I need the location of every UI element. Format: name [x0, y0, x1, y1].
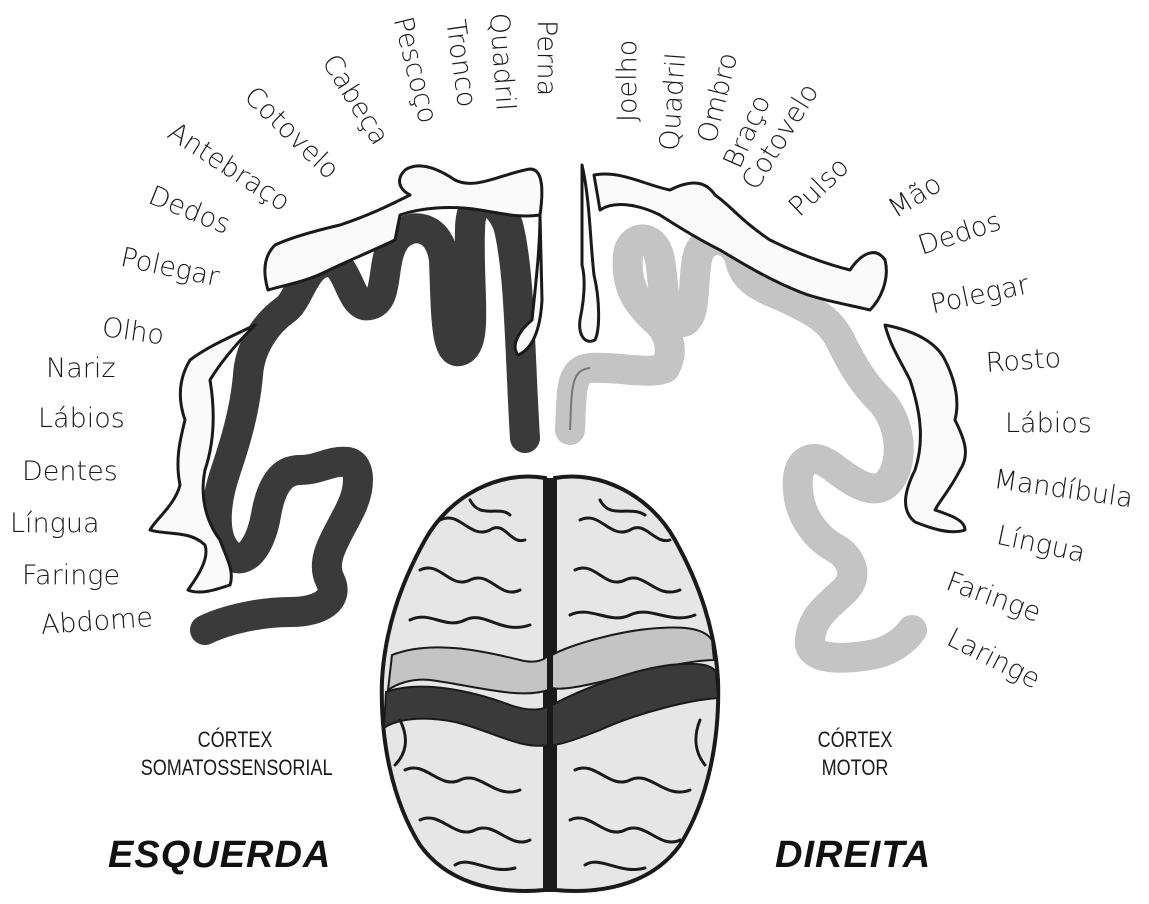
- motor-title-line-2: MOTOR: [802, 754, 909, 782]
- left-label-quadril: Quadril: [485, 12, 519, 112]
- motor-cortex-title: CÓRTEX MOTOR: [802, 726, 909, 781]
- left-label-olho: Olho: [100, 314, 166, 349]
- brain-top-view: [382, 477, 718, 892]
- left-label-labios: Lábios: [38, 405, 125, 432]
- motor-title-line-1: CÓRTEX: [802, 726, 909, 754]
- right-label-rosto: Rosto: [985, 345, 1062, 377]
- right-label-joelho: Joelho: [614, 40, 641, 122]
- right-label-labios: Lábios: [1005, 410, 1092, 437]
- right-label-quadril: Quadril: [656, 52, 690, 152]
- left-label-abdome: Abdome: [40, 604, 154, 639]
- somatosensory-title-line-2: SOMATOSSENSORIAL: [141, 754, 330, 782]
- left-side-label: ESQUERDA: [108, 834, 331, 877]
- left-label-faringe: Faringe: [22, 562, 120, 589]
- right-side-label: DIREITA: [775, 834, 931, 877]
- left-label-dentes: Dentes: [22, 458, 118, 485]
- left-label-perna: Perna: [533, 20, 560, 96]
- somatosensory-title-line-1: CÓRTEX: [141, 726, 330, 754]
- left-label-nariz: Nariz: [46, 355, 116, 382]
- left-label-lingua: Língua: [10, 510, 100, 537]
- somatosensory-cortex-title: CÓRTEX SOMATOSSENSORIAL: [141, 726, 330, 781]
